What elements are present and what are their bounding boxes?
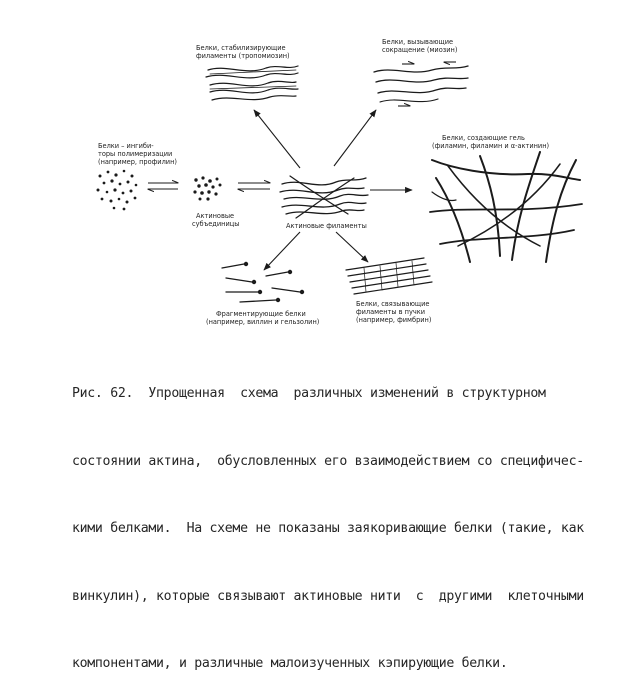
bundling-label-1: Белки, связывающие bbox=[356, 300, 429, 308]
stabilizing-label-1: Белки, стабилизирующие bbox=[196, 44, 286, 52]
subunit-dots bbox=[193, 176, 222, 201]
contracting-filaments bbox=[373, 62, 469, 107]
contraction-label-1: Белки, вызывающие bbox=[382, 38, 453, 46]
caption-line-3: кими белками. На схеме не показаны заяко… bbox=[72, 521, 584, 536]
subunits-label-1: Актиновые bbox=[196, 212, 234, 220]
inhibitors-label-2: торы полимеризации bbox=[98, 150, 172, 158]
caption-line-2: состоянии актина, обусловленных его взаи… bbox=[72, 453, 584, 469]
contraction-label-2: сокращение (миозин) bbox=[382, 46, 457, 54]
equilibrium-arrow-inhibitors bbox=[148, 183, 178, 189]
fragmenting-label-2: (например, виллин и гельзолин) bbox=[206, 318, 319, 326]
caption-line-5: компонентами, и различные малоизученных … bbox=[72, 656, 508, 671]
caption-line-4: винкулин), которые связывают актиновые н… bbox=[72, 588, 584, 604]
gel-network bbox=[429, 151, 583, 263]
fragmented-filaments bbox=[221, 261, 305, 303]
subunits-label-2: субъединицы bbox=[192, 220, 239, 228]
figure-caption: Рис. 62. Упрощенная схема различных изме… bbox=[72, 338, 632, 698]
caption-line-1: Рис. 62. Упрощенная схема различных изме… bbox=[72, 386, 546, 401]
bundling-label-3: (например, фимбрин) bbox=[356, 316, 431, 324]
filaments-label: Актиновые филаменты bbox=[286, 222, 367, 230]
gel-label-1: Белки, создающие гель bbox=[442, 134, 525, 142]
inhibitors-label-1: Белки – ингиби- bbox=[98, 142, 154, 150]
bundling-label-2: филаменты в пучки bbox=[356, 308, 425, 316]
equilibrium-arrow-subunits bbox=[238, 183, 270, 189]
actin-diagram: Актиновые филаменты Белки – ингиби- торы… bbox=[96, 38, 583, 326]
actin-filaments-center bbox=[279, 175, 369, 219]
inhibitor-dots bbox=[96, 169, 138, 211]
stabilized-filaments bbox=[205, 65, 299, 101]
stabilizing-label-2: филаменты (тропомиозин) bbox=[196, 52, 290, 60]
central-arrows bbox=[253, 109, 413, 271]
inhibitors-label-3: (например, профилин) bbox=[98, 158, 177, 166]
gel-label-2: (филамин, филамин и α-актинин) bbox=[432, 142, 549, 150]
fragmenting-label-1: Фрагментирующие белки bbox=[216, 310, 306, 318]
bundled-filaments bbox=[345, 257, 433, 295]
